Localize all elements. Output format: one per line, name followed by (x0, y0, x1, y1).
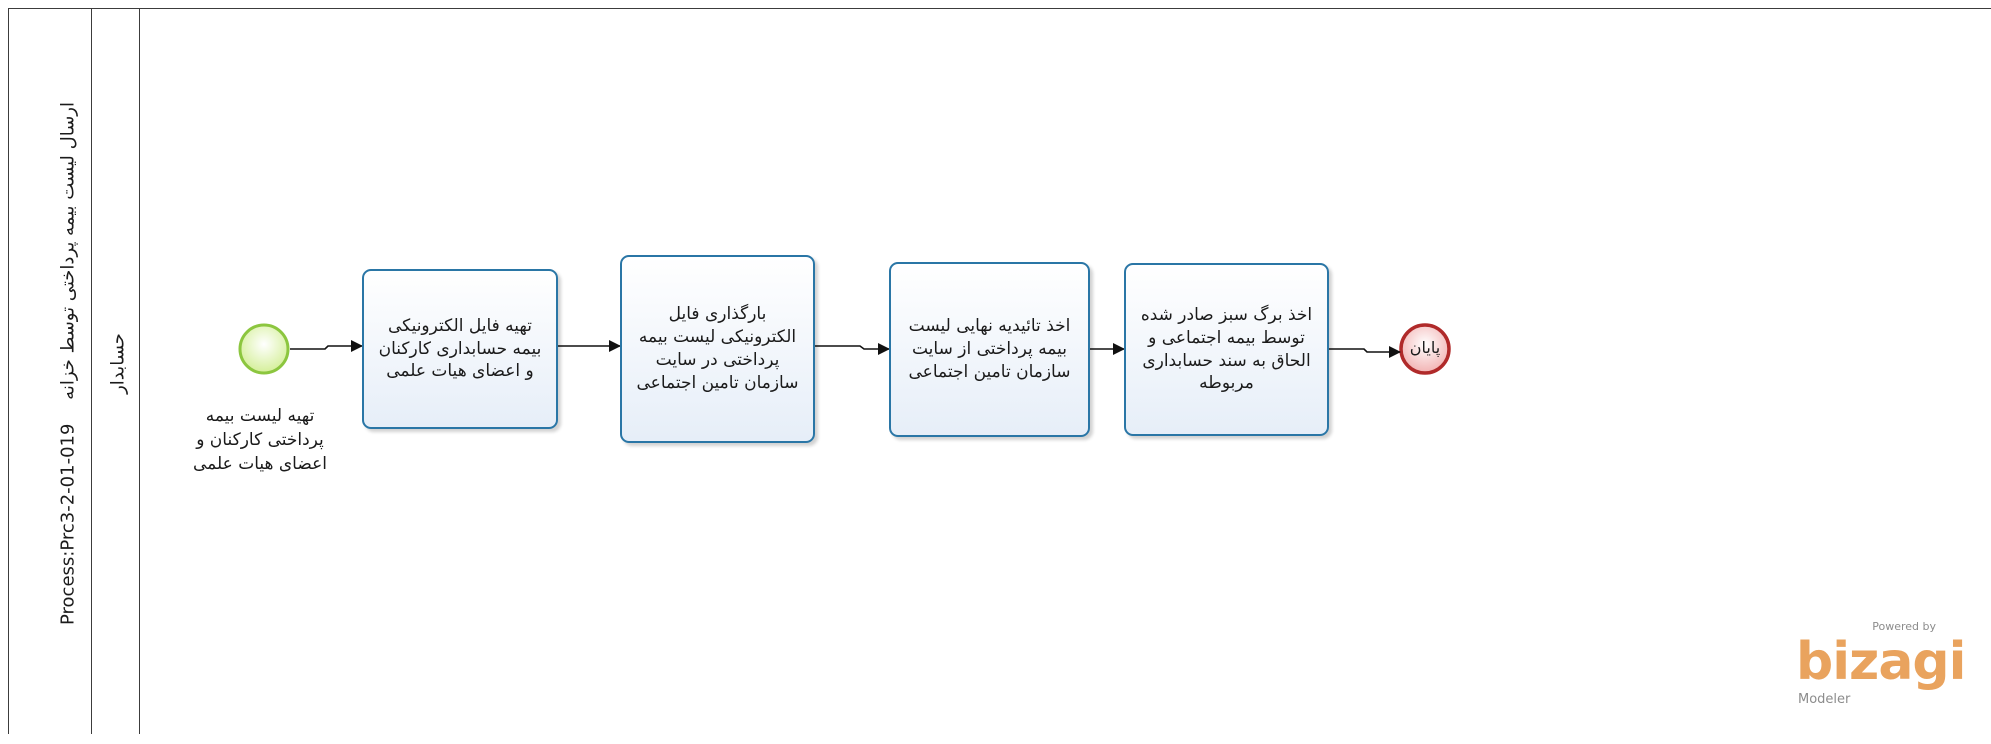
lane-header: حسابدار (92, 8, 140, 734)
task-final-approval[interactable]: اخذ تائیدیه نهایی لیست بیمه پرداختی از س… (889, 262, 1090, 437)
sequence-flow-5[interactable] (1329, 346, 1401, 358)
end-event-label: پایان (1409, 338, 1441, 357)
bizagi-branding: Powered by bizagi Modeler (1796, 620, 1966, 710)
start-event[interactable] (238, 323, 290, 375)
pool-header: Process:Prc3-2-01-019 ارسال لیست بیمه پر… (8, 8, 92, 734)
sequence-flow-1[interactable] (290, 340, 363, 352)
process-pool (8, 8, 1991, 734)
bizagi-logo: bizagi (1796, 632, 1966, 692)
sequence-flow-3[interactable] (815, 343, 890, 355)
end-event[interactable] (1399, 323, 1451, 375)
powered-by-text: Powered by (1872, 620, 1936, 633)
task-green-sheet[interactable]: اخذ برگ سبز صادر شده توسط بیمه اجتماعی و… (1124, 263, 1329, 436)
modeler-text: Modeler (1798, 692, 1851, 707)
task-prepare-electronic-file[interactable]: تهیه فایل الکترونیکی بیمه حسابداری کارکن… (362, 269, 558, 429)
task-upload-file[interactable]: بارگذاری فایل الکترونیکی لیست بیمه پرداخ… (620, 255, 815, 443)
start-event-label: تهیه لیست بیمه پرداختی کارکنان و اعضای ه… (193, 406, 327, 474)
